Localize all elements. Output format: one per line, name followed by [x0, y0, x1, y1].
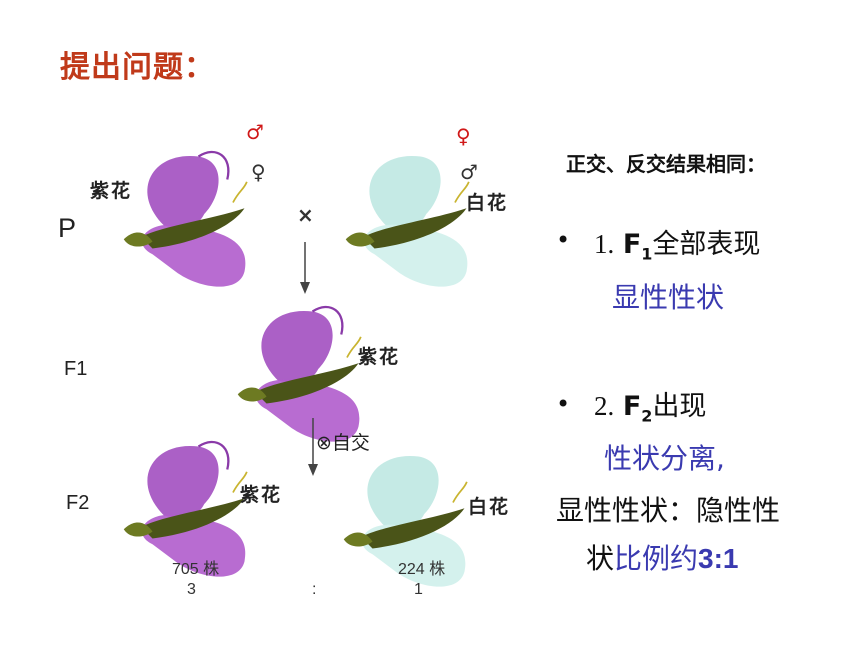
point-2-f: F — [622, 391, 642, 422]
count-white: 224 株 — [398, 561, 446, 578]
point-2-sub: 2 — [641, 406, 653, 426]
point-1: 1. F1全部表现 — [594, 222, 760, 263]
cross-symbol: × — [297, 203, 314, 227]
label-purple-p: 紫花 — [90, 180, 133, 202]
point-1-f: F — [622, 229, 642, 260]
page-title: 提出问题： — [60, 50, 215, 85]
female-symbol: ♀ — [251, 160, 266, 184]
self-cross-label: ⊗自交 — [316, 432, 370, 454]
point-1-line-2: 显性性状 — [612, 281, 725, 314]
bullet-2: • — [556, 390, 571, 418]
generation-f1: F1 — [64, 358, 88, 380]
point-2-text: 出现 — [652, 391, 707, 422]
notes-heading: 正交、反交结果相同： — [566, 152, 766, 176]
point-2-line-4: 状比例约3:1 — [586, 537, 739, 577]
point-2: 2. F2出现 — [594, 384, 706, 425]
point-1-number: 1. — [594, 229, 615, 259]
point-2-number: 2. — [594, 391, 615, 421]
point-2-line-2: 性状分离, — [604, 442, 725, 475]
ratio-left: 3 — [187, 581, 196, 598]
cross-diagram — [122, 150, 470, 588]
label-white-f2: 白花 — [468, 496, 511, 518]
point-2-line-4-a: 状 — [586, 542, 615, 575]
count-purple: 705 株 — [172, 561, 220, 578]
generation-f2: F2 — [66, 492, 90, 514]
generation-p: P — [58, 213, 77, 243]
male-symbol: ♂ — [246, 120, 264, 144]
point-2-line-3: 显性性状：隐性性 — [556, 494, 781, 527]
point-1-text: 全部表现 — [652, 229, 761, 260]
label-white-p: 白花 — [466, 192, 509, 214]
point-2-line-4-b: 比例约 — [614, 542, 699, 575]
female-symbol: ♀ — [456, 124, 471, 148]
point-2-ratio: 3:1 — [698, 543, 739, 574]
purple-flower-f1 — [236, 305, 362, 443]
point-1-sub: 1 — [641, 244, 653, 264]
label-purple-f2: 紫花 — [240, 484, 283, 506]
label-purple-f1: 紫花 — [358, 346, 401, 368]
purple-flower-p — [122, 150, 248, 288]
bullet-1: • — [556, 226, 571, 254]
arrow-p-to-f1 — [300, 242, 310, 294]
arrow-f1-to-f2 — [308, 418, 318, 476]
male-symbol: ♂ — [460, 160, 478, 184]
white-flower-p — [344, 155, 470, 288]
ratio-separator: : — [312, 581, 317, 598]
ratio-right: 1 — [414, 581, 423, 598]
